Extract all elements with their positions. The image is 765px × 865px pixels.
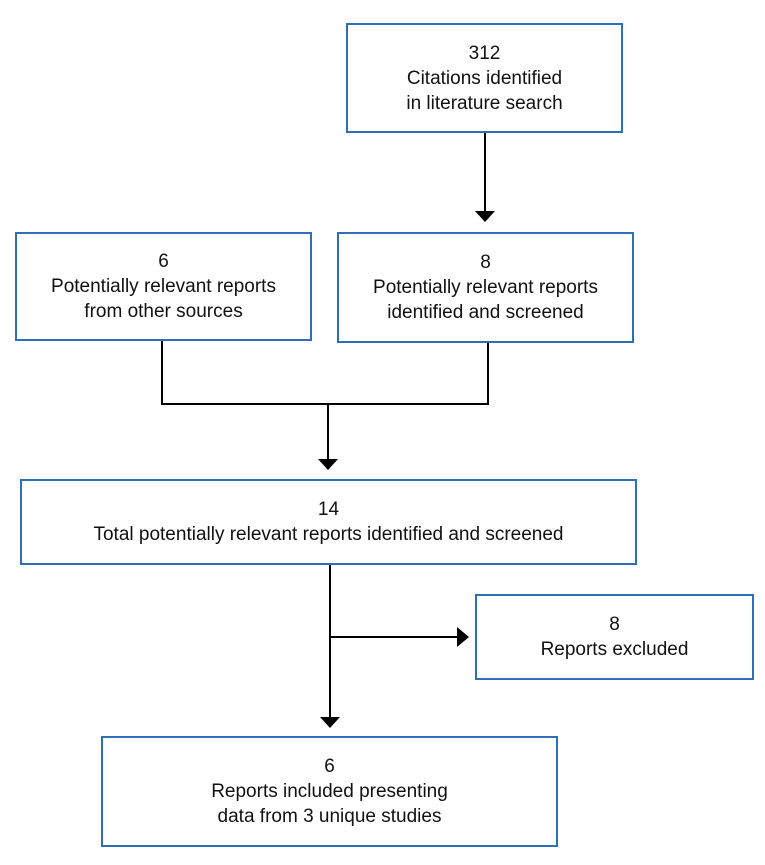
screened-count: 8 [480,252,491,273]
search-label-line1: Citations identified [406,67,563,89]
total-label: Total potentially relevant reports ident… [93,524,564,545]
other-sources-label-line1: Potentially relevant reports [51,276,276,297]
arrowhead-to-total [318,459,338,470]
other-sources-label-line2: from other sources [84,301,243,322]
excluded-reports-box: 8 Reports excluded [475,594,754,680]
included-label-line1: Reports included presenting [211,781,448,802]
excluded-label: Reports excluded [540,639,689,660]
arrowhead-to-included [320,717,340,728]
search-count: 312 [468,42,501,64]
screened-label-line2: identified and screened [387,302,584,323]
search-label-line2: in literature search [406,92,563,114]
included-label-line2: data from 3 unique studies [217,806,442,827]
arrowhead-to-excluded [457,627,469,647]
screened-label-line1: Potentially relevant reports [373,277,598,298]
connector-merge [161,341,489,405]
included-reports-box: 6 Reports included presenting data from … [101,736,558,847]
total-reports-box: 14 Total potentially relevant reports id… [20,479,637,565]
other-sources-box: 6 Potentially relevant reports from othe… [15,232,312,341]
search-citations-box: 312 Citations identified in literature s… [346,23,623,133]
screened-reports-box: 8 Potentially relevant reports identifie… [337,232,634,343]
total-count: 14 [317,499,340,520]
arrowhead-to-screened [475,211,495,222]
included-count: 6 [324,756,335,777]
excluded-count: 8 [609,614,620,635]
other-sources-count: 6 [158,251,169,272]
